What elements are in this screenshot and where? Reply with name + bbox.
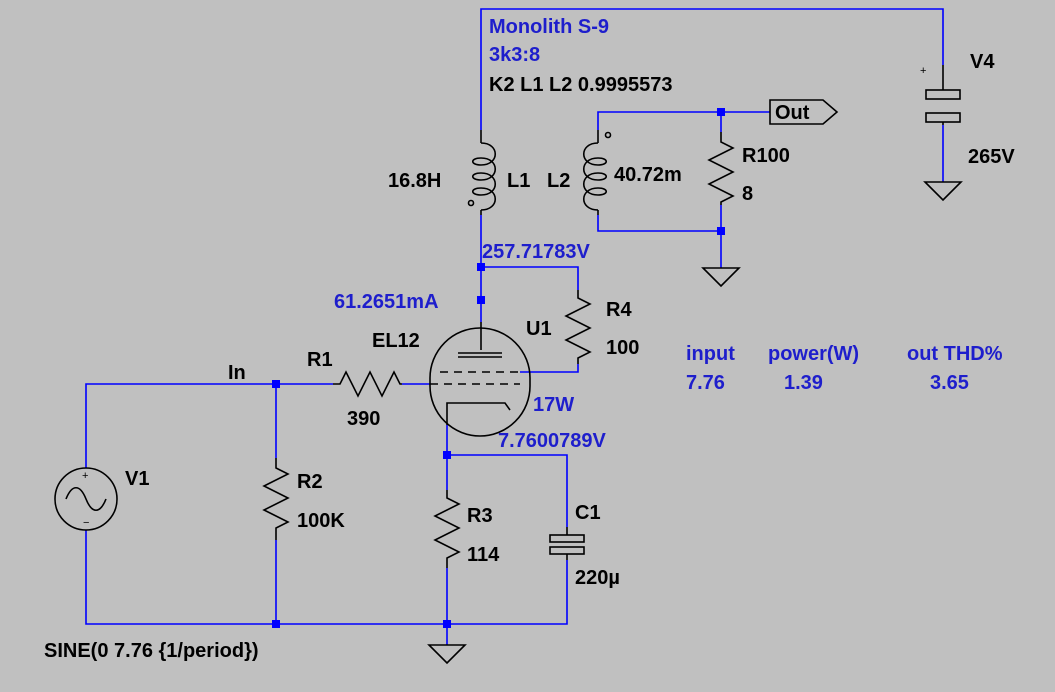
capacitor-plate-bottom [549,546,585,555]
directive-coupling[interactable]: K2 L1 L2 0.9995573 [489,74,672,96]
wire-in [85,383,333,468]
junction-nodes [272,108,725,628]
l2-value-label: 40.72m [614,164,682,186]
c1-name-label: C1 [575,502,601,524]
junction-cathode [443,451,451,459]
capacitor-c1[interactable] [549,527,585,560]
v1-name-label: V1 [125,468,149,490]
u1-power-label: 17W [533,394,574,416]
u1-name-label: U1 [526,318,552,340]
r2-value-label: 100K [297,510,345,532]
net-label-out[interactable]: Out [769,99,839,125]
l2-polarity-dot [604,131,612,139]
l1-value-label: 16.8H [388,170,441,192]
r4-name-label: R4 [606,299,632,321]
v1-plus-sign: + [82,470,88,482]
battery-plus-sign: + [920,65,926,77]
wire-plate-r4 [481,266,579,290]
l1-name-label: L1 [507,170,530,192]
v4-value-label: 265V [968,146,1015,168]
tube-cathode [446,402,511,425]
result-value-thd: 3.65 [930,372,969,394]
ground-icon [701,267,741,288]
junction-plate-current [477,296,485,304]
junction-ground-left [272,620,280,628]
wires [85,8,944,645]
directive-ratio[interactable]: 3k3:8 [489,44,540,66]
battery-v4[interactable]: + [920,65,961,125]
r2-name-label: R2 [297,471,323,493]
ground-icon [427,644,467,665]
directive-title[interactable]: Monolith S-9 [489,16,609,38]
wire-ground-rail [85,530,568,625]
v1-minus-sign: − [83,517,89,529]
r100-name-label: R100 [742,145,790,167]
junction-in [272,380,280,388]
tube-u1[interactable] [429,322,531,437]
wire-l2-out [597,111,770,130]
r1-value-label: 390 [347,408,380,430]
r1-name-label: R1 [307,349,333,371]
junction-r100-bottom [717,227,725,235]
wire-r4-screen [520,364,579,373]
inductor-l2[interactable] [582,130,612,215]
c1-value-label: 220µ [575,567,620,589]
cathode-voltage-label: 7.7600789V [498,430,607,452]
net-label-in[interactable]: In [228,362,246,384]
junction-plate [477,263,485,271]
junction-out [717,108,725,116]
wire-supply-top [480,8,944,130]
result-value-power: 1.39 [784,372,823,394]
u1-model-label: EL12 [372,330,420,352]
result-header-power: power(W) [768,343,859,365]
junction-ground-mid [443,620,451,628]
v1-value-label[interactable]: SINE(0 7.76 {1/period}) [44,640,259,662]
l1-polarity-dot [467,199,475,207]
r100-value-label: 8 [742,183,753,205]
r3-value-label: 114 [467,544,500,566]
labels: Monolith S-9 3k3:8 K2 L1 L2 0.9995573 V4… [44,16,1015,662]
resistor-r3[interactable] [433,490,461,568]
results-measurements: input power(W) out THD% 7.76 1.39 3.65 [686,343,1003,394]
r3-name-label: R3 [467,505,493,527]
v4-name-label: V4 [970,51,995,73]
resistor-r4[interactable] [564,290,592,364]
r4-value-label: 100 [606,337,639,359]
tube-envelope [429,327,531,437]
resistor-r1[interactable] [333,370,402,398]
plate-voltage-label: 257.71783V [482,241,591,263]
wire-l2-bottom [597,215,721,232]
wire-cathode-c1 [447,454,568,527]
net-label-out-text: Out [775,102,810,124]
capacitor-plate-top [549,534,585,543]
result-header-input: input [686,343,735,365]
signal-source-v1[interactable]: + − [54,467,118,531]
resistor-r2[interactable] [262,458,290,540]
inductor-l1[interactable] [467,130,497,215]
sine-wave-icon [65,486,107,512]
ground-icon [923,181,963,202]
resistor-r100[interactable] [707,132,735,205]
l2-name-label: L2 [547,170,570,192]
plate-current-label: 61.2651mA [334,291,439,313]
result-header-thd: out THD% [907,343,1003,365]
result-value-input: 7.76 [686,372,725,394]
